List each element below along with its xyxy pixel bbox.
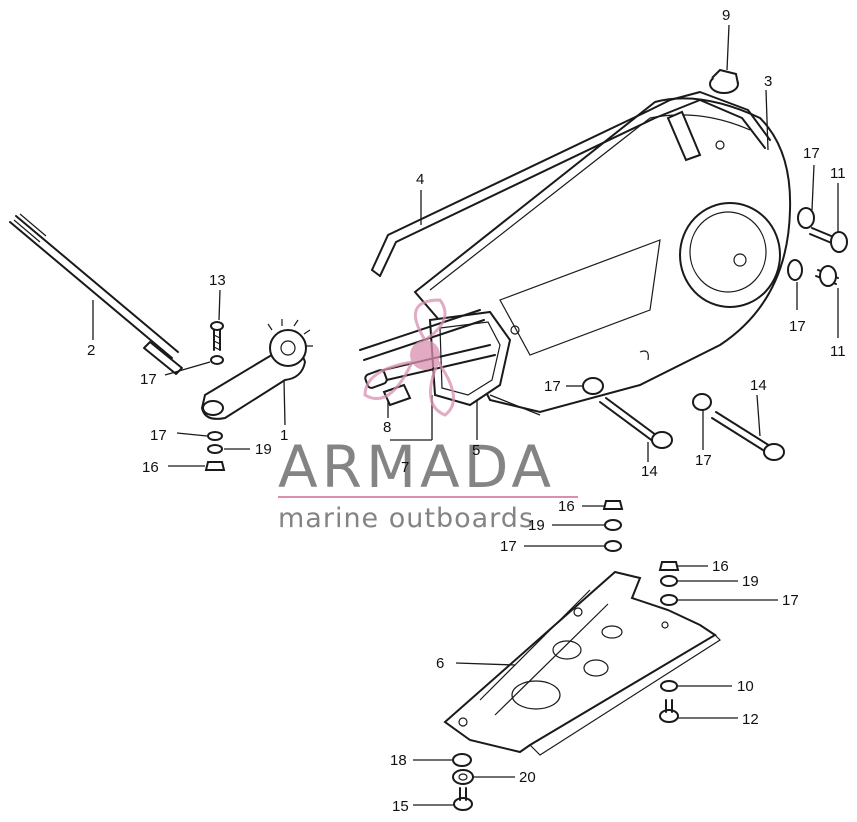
callout-18: 18 [390, 752, 407, 769]
washer-19-right [660, 575, 678, 587]
washer-18 [452, 753, 472, 767]
callout-19-right: 19 [742, 573, 759, 590]
callout-6: 6 [436, 655, 444, 672]
callout-10: 10 [737, 678, 754, 695]
washer-17-right-upper [797, 207, 815, 229]
callout-3: 3 [764, 73, 772, 90]
bolt-11-upper [809, 227, 848, 253]
callout-17-right-bottom: 17 [782, 592, 799, 609]
callout-11-bottom: 11 [830, 343, 846, 360]
washer-19-left [207, 444, 223, 454]
propeller-logo-icon [363, 298, 455, 417]
callout-17-left-lower: 17 [150, 427, 167, 444]
washer-17-right-lower [787, 259, 803, 281]
callout-1: 1 [280, 427, 288, 444]
callout-17-middle: 17 [500, 538, 517, 555]
washer-20 [452, 769, 474, 785]
washer-10 [660, 680, 678, 692]
part-1-shift-lever [200, 319, 313, 420]
callout-17-center: 17 [544, 378, 561, 395]
callout-20: 20 [519, 769, 536, 786]
leader-lines [92, 24, 839, 806]
washer-17-right-bottom [660, 594, 678, 606]
washer-17-left-lower [207, 431, 223, 441]
part-9-filler-cap [709, 68, 739, 94]
callout-16-right: 16 [712, 558, 729, 575]
watermark-tagline: marine outboards [278, 503, 534, 534]
bolt-15 [453, 787, 473, 811]
part-13-bolt [210, 321, 224, 351]
callout-labels: 9 3 4 17 11 17 11 2 13 17 1 17 19 16 8 7… [87, 7, 846, 815]
callout-8: 8 [383, 419, 391, 436]
part-3-chain-case-cover [413, 97, 792, 414]
callout-16-left: 16 [142, 459, 159, 476]
part-2-shift-rod [9, 213, 183, 375]
washer-17-center [582, 377, 604, 395]
callout-9: 9 [722, 7, 730, 24]
callout-17-right: 17 [789, 318, 806, 335]
bolt-12 [659, 699, 679, 723]
callout-5: 5 [472, 442, 480, 459]
callout-19-left: 19 [255, 441, 272, 458]
bolt-14-center [599, 397, 673, 449]
callout-14-right: 14 [750, 377, 767, 394]
callout-2: 2 [87, 342, 95, 359]
nut-16-left [204, 461, 226, 471]
nut-16-middle [602, 500, 624, 510]
callout-14-center: 14 [641, 463, 658, 480]
callout-17-top: 17 [803, 145, 820, 162]
bolt-11-lower [815, 265, 839, 287]
callout-16-middle: 16 [558, 498, 575, 515]
armada-watermark: ARMADA marine outboards [278, 298, 578, 534]
callout-11-top: 11 [830, 165, 846, 182]
callout-17-left: 17 [140, 371, 157, 388]
watermark-brand: ARMADA [278, 433, 555, 501]
callout-19-middle: 19 [528, 517, 545, 534]
washer-17-left-upper [210, 355, 224, 365]
callout-17-right-mid: 17 [695, 452, 712, 469]
callout-7: 7 [401, 459, 409, 476]
callout-4: 4 [416, 171, 424, 188]
callout-15: 15 [392, 798, 409, 815]
callout-12: 12 [742, 711, 759, 728]
nut-16-right [658, 561, 680, 571]
washer-17-right-mid [692, 393, 712, 411]
part-6-skid-plate [443, 570, 721, 756]
part-4-gasket [371, 91, 771, 277]
washer-19-middle [604, 519, 622, 531]
bolt-14-right [711, 411, 785, 461]
callout-13: 13 [209, 272, 226, 289]
washer-17-middle [604, 540, 622, 552]
